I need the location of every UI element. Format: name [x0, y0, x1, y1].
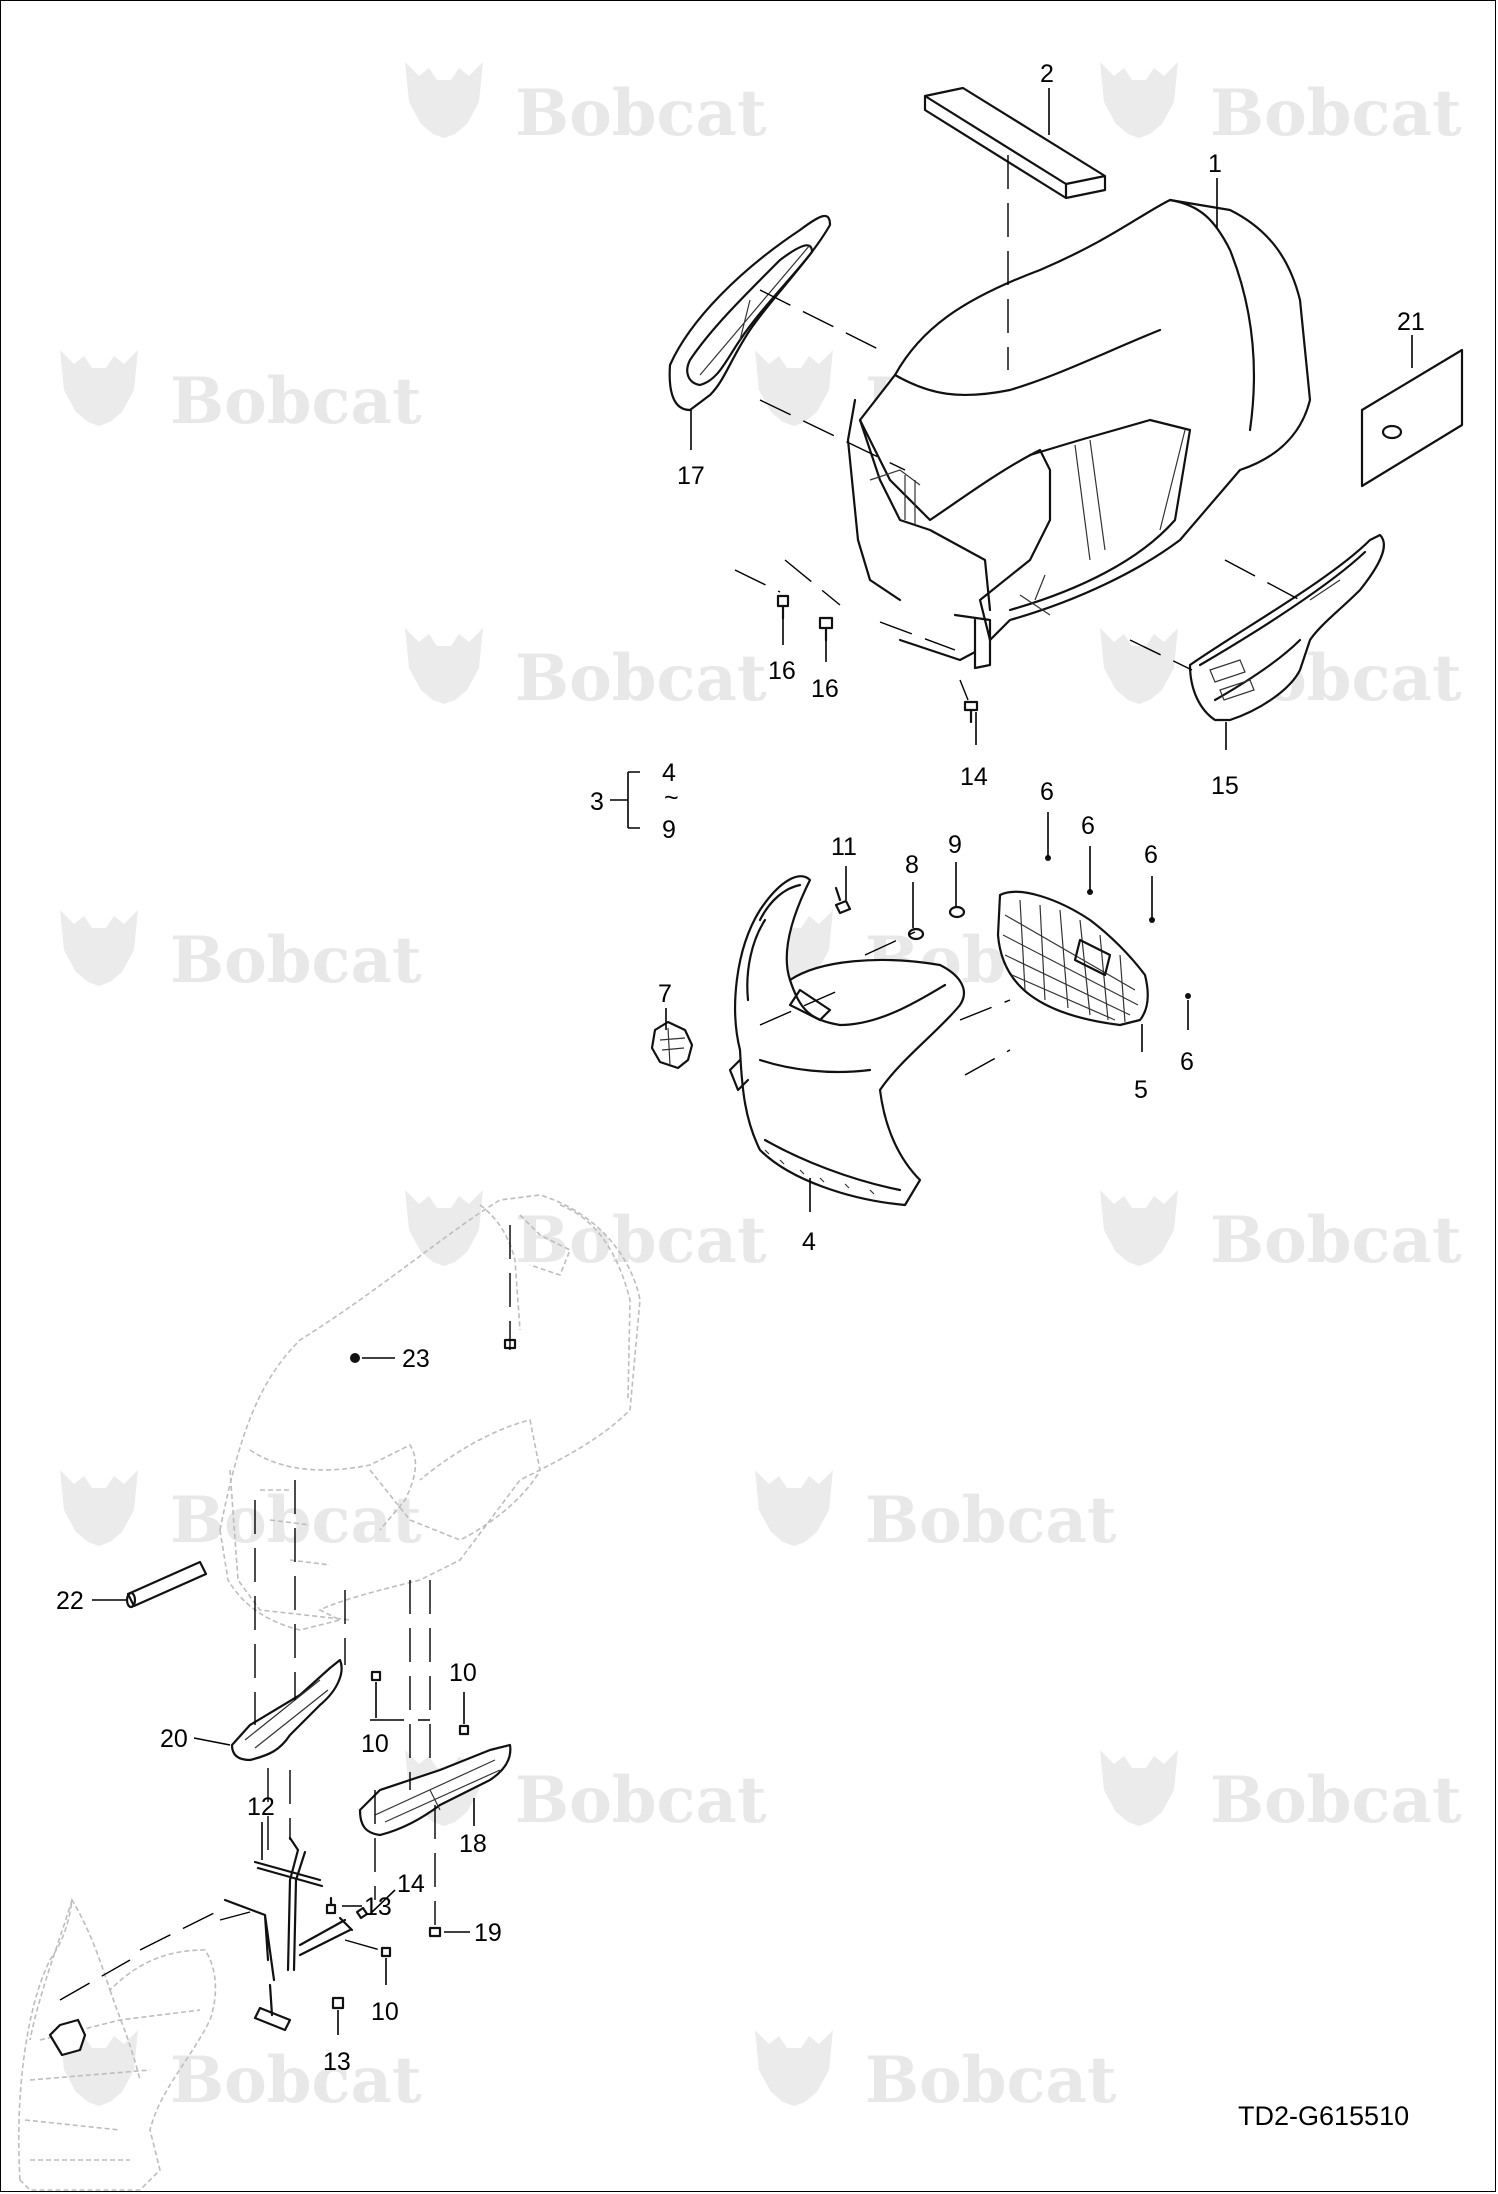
watermark-text: Bobcat: [170, 2043, 422, 2118]
callout-20: 20: [160, 1725, 188, 1753]
callout-21: 21: [1397, 308, 1425, 336]
part-7-bracket: [650, 1020, 694, 1070]
callout-5: 5: [1134, 1076, 1148, 1104]
bobcat-logo-icon: [48, 2018, 87, 2057]
callout-3-range-sep: ~: [664, 784, 679, 812]
callout-3-range-start: 4: [662, 759, 676, 787]
part-15-side-panel: [1188, 533, 1385, 722]
part-22-foam-bar: [125, 1560, 208, 1609]
part-20-left-vent: [230, 1658, 343, 1762]
part-12-support-bracket: [223, 1836, 354, 2032]
callout-16-a: 16: [768, 657, 796, 685]
watermark-text: Bobcat: [865, 2043, 1117, 2118]
callout-11: 11: [831, 833, 857, 861]
part-4-front-bezel: [728, 875, 966, 1207]
assembly-lines-lower: [59, 1225, 511, 2001]
watermark-text: Bobcat: [865, 1483, 1117, 1558]
callout-23: 23: [402, 1345, 430, 1373]
part-hood-assembly-ghost: [219, 1194, 641, 1631]
callout-4: 4: [802, 1228, 816, 1256]
callout-2: 2: [1040, 60, 1054, 88]
callout-19: 19: [474, 1919, 502, 1947]
callout-12: 12: [247, 1793, 275, 1821]
callout-8: 8: [905, 851, 919, 879]
callout-6-b: 6: [1081, 812, 1095, 840]
callout-layer: 2 1 21 17 16 16 14 15 3 4 ~ 9 11 8: [56, 60, 1425, 2131]
callout-15: 15: [1211, 772, 1239, 800]
watermark-text: Bobcat: [170, 923, 422, 998]
part-17-side-vent: [668, 214, 832, 412]
watermark-text: Bobcat: [1210, 76, 1462, 151]
callout-14-b: 14: [397, 1870, 425, 1898]
callout-6-c: 6: [1144, 841, 1158, 869]
callout-6-a: 6: [1040, 778, 1054, 806]
callout-14-a: 14: [960, 763, 988, 791]
watermark-text: Bobcat: [1210, 1763, 1462, 1838]
callout-22: 22: [56, 1587, 84, 1615]
callout-10-a: 10: [361, 1730, 389, 1758]
part-2-strip: [923, 86, 1107, 200]
callout-6-d: 6: [1180, 1048, 1194, 1076]
fasteners-upper: [776, 594, 979, 724]
watermark-text: Bobcat: [515, 76, 767, 151]
part-21-decal: [1360, 348, 1464, 488]
callout-3-range-end: 9: [662, 816, 676, 844]
callout-13-b: 13: [323, 2048, 351, 2076]
fasteners-lower: [325, 1338, 517, 2010]
part-18-lower-vent: [358, 1743, 512, 1837]
callout-18: 18: [459, 1830, 487, 1858]
watermark-text: Bobcat: [1210, 1203, 1462, 1278]
callout-9: 9: [948, 831, 962, 859]
assembly-lines-middle: [759, 931, 1011, 1076]
callout-3: 3: [590, 788, 604, 816]
assembly-lines-upper: [734, 155, 1301, 701]
callout-16-b: 16: [811, 675, 839, 703]
part-5-mesh-grille: [996, 890, 1149, 1027]
watermark-text: Bobcat: [515, 641, 767, 716]
callout-1: 1: [1208, 150, 1222, 178]
callout-10-b: 10: [449, 1659, 477, 1687]
callout-7: 7: [658, 980, 672, 1008]
watermark-text: Bobcat: [170, 364, 422, 439]
drawing-code: TD2-G615510: [1238, 2101, 1409, 2131]
watermark-text: Bobcat: [515, 1203, 767, 1278]
watermark-text: Bobcat: [515, 1763, 767, 1838]
callout-10-c: 10: [371, 1998, 399, 2026]
part-1-hood: [846, 198, 1312, 670]
part-front-hood-lower: [17, 1897, 217, 2191]
watermark-text: Bobcat: [170, 1483, 422, 1558]
callout-17: 17: [677, 462, 705, 490]
